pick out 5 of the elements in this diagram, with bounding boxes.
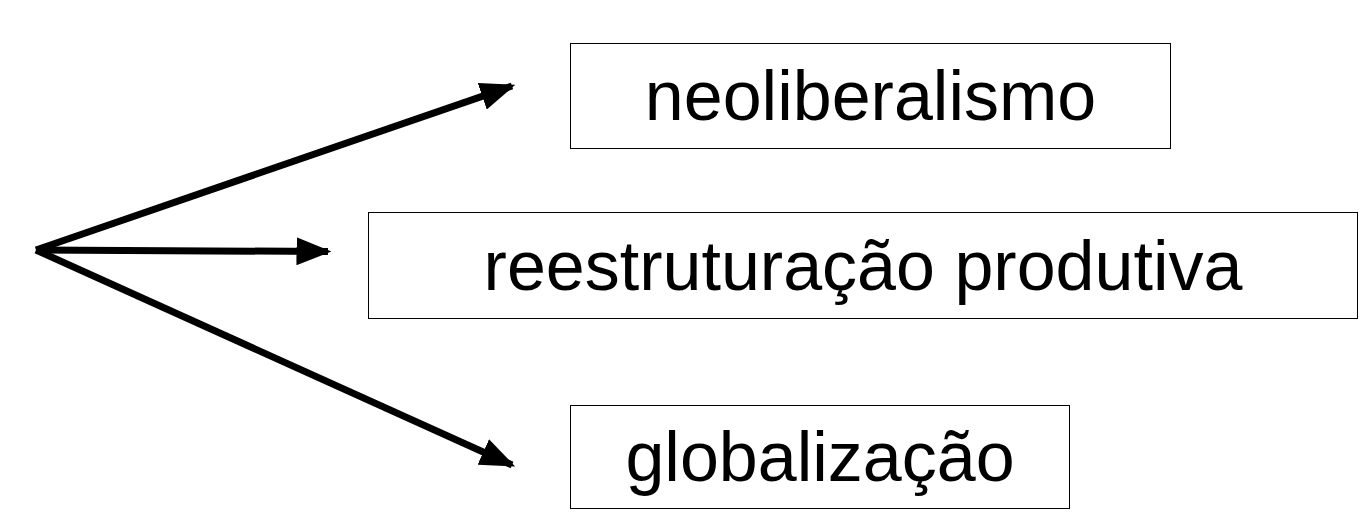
arrow	[35, 237, 332, 266]
text-box	[570, 405, 1070, 509]
text-box	[368, 212, 1358, 319]
box-label: neoliberalismo	[644, 61, 1097, 131]
text-box	[570, 43, 1171, 149]
